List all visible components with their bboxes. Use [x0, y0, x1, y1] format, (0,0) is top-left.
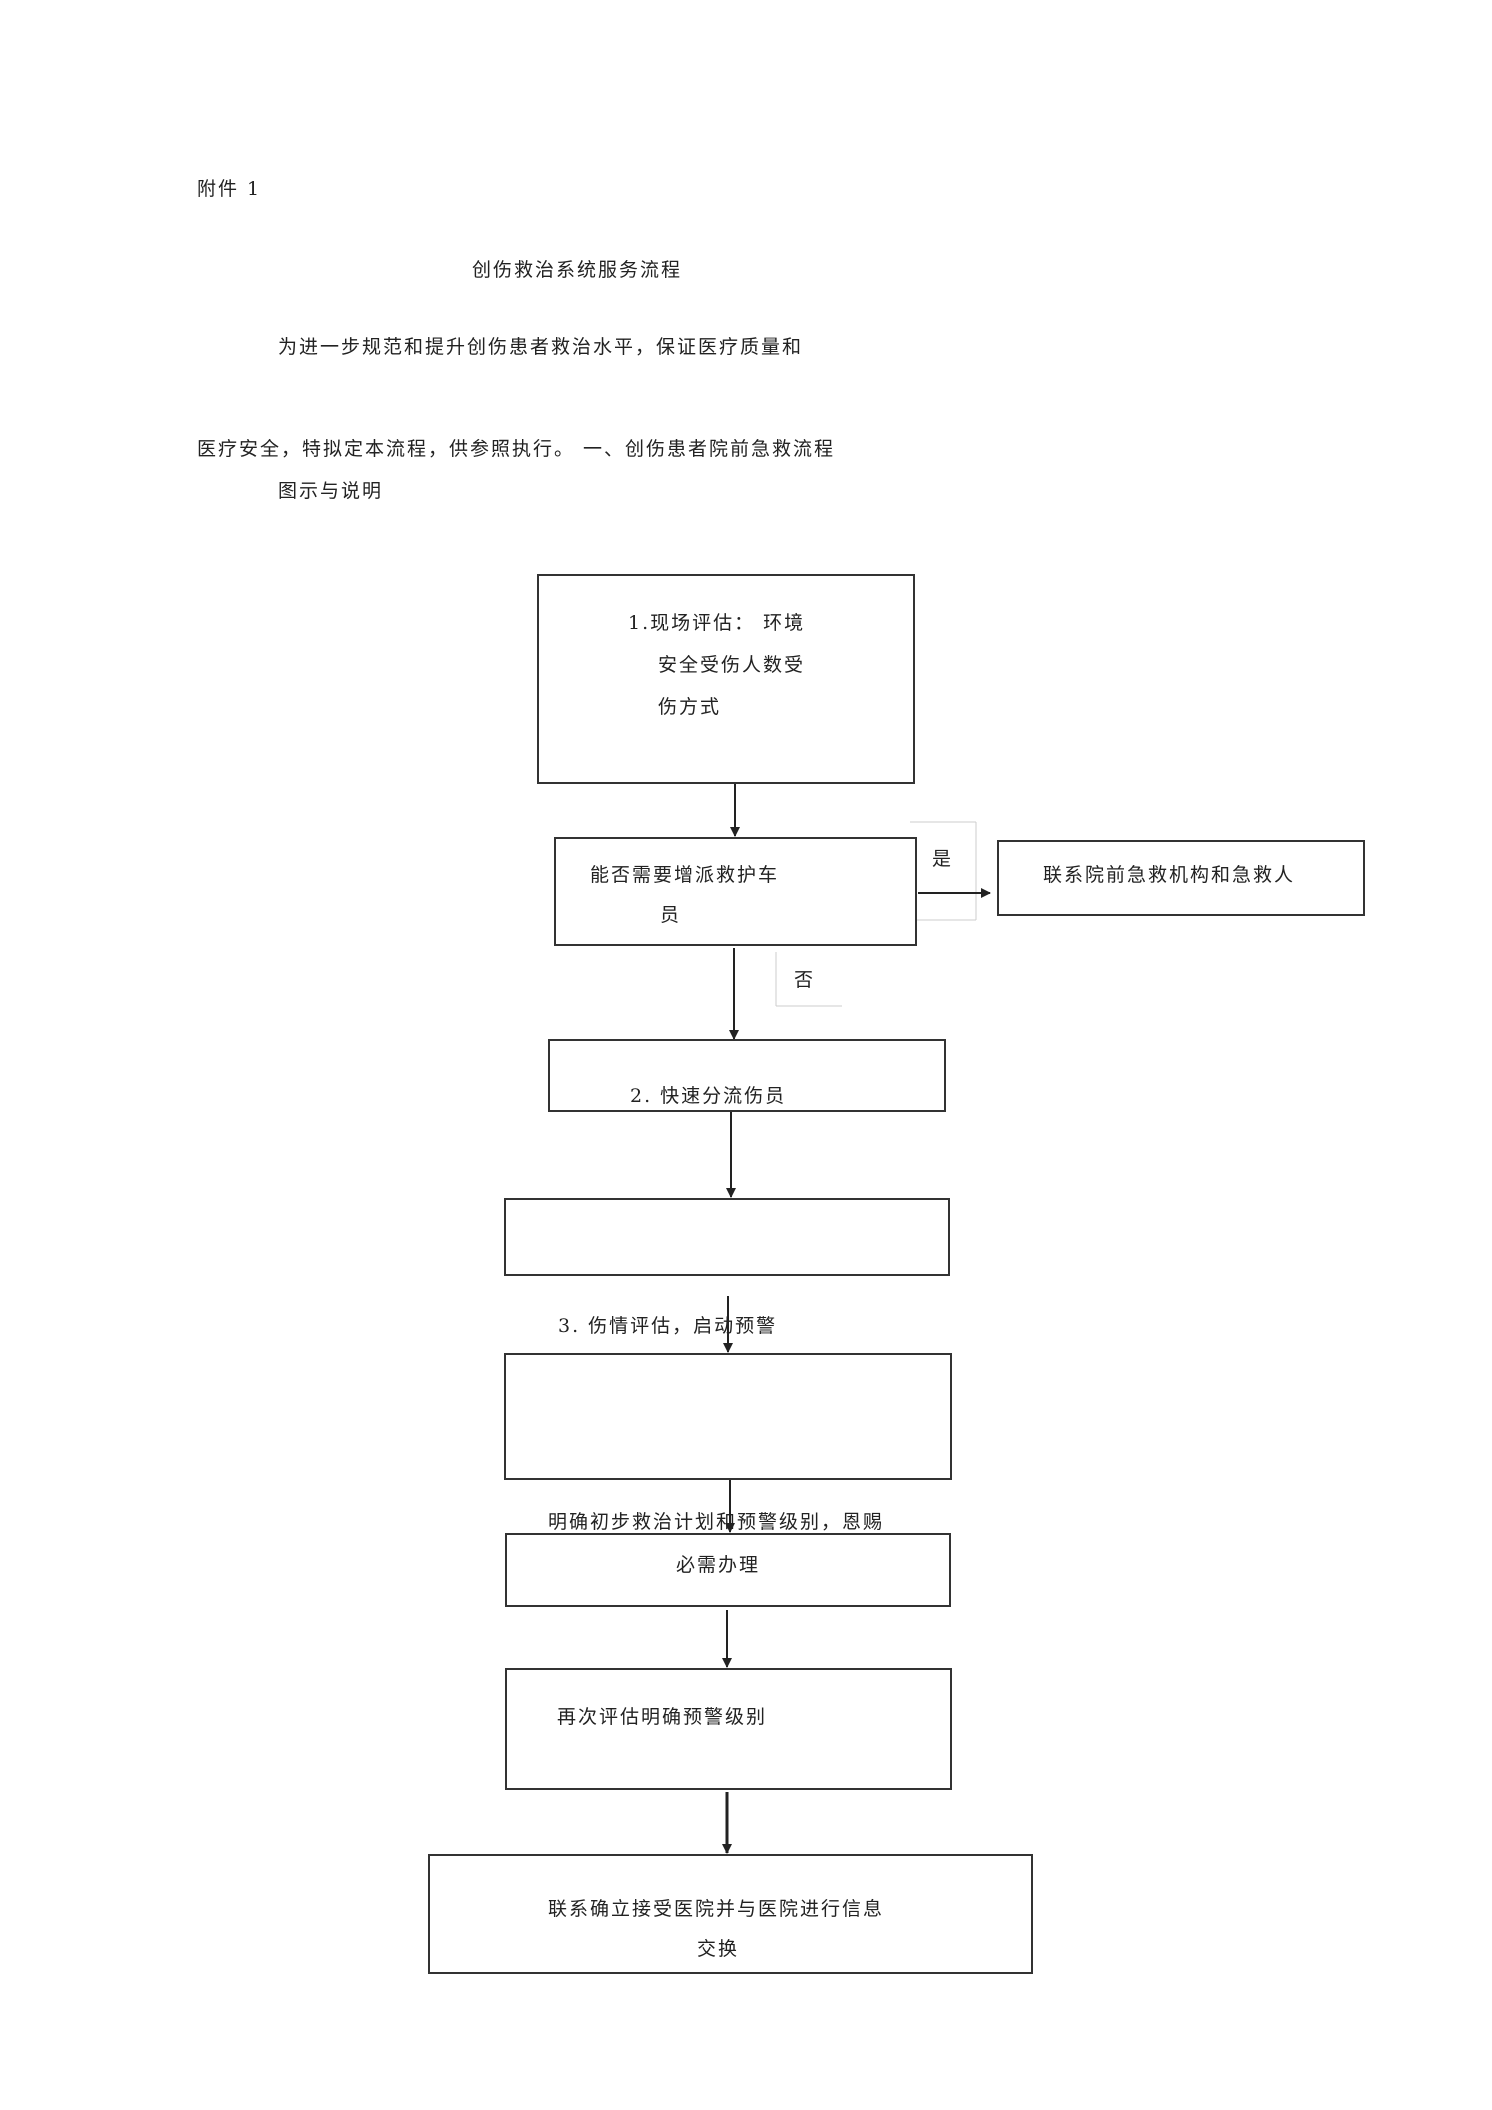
step3-empty-box	[504, 1198, 950, 1276]
step4-box	[505, 1533, 951, 1607]
step3-label: 3. 伤情评估，启动预警	[558, 1315, 778, 1337]
step5-reassess-box	[505, 1668, 952, 1790]
decision-line-2: 员	[660, 904, 682, 926]
intro-line-3: 图示与说明	[278, 480, 384, 502]
intro-line-1: 为进一步规范和提升创伤患者救治水平，保证医疗质量和	[278, 336, 804, 358]
step1-line-1: 1.现场评估： 环境	[628, 612, 806, 634]
decision-line-1: 能否需要增派救护车	[590, 864, 780, 886]
no-label: 否	[794, 969, 816, 991]
step4-label: 明确初步救治计划和预警级别，恩赐	[548, 1511, 885, 1533]
attachment-label: 附件 1	[197, 178, 262, 200]
step6-line-2: 交换	[697, 1938, 740, 1960]
step2-text: 2. 快速分流伤员	[630, 1085, 787, 1107]
yes-label: 是	[932, 848, 954, 870]
step4-box-text: 必需办理	[676, 1554, 761, 1576]
step1-line-3: 伤方式	[658, 696, 722, 718]
contact-prehospital-text: 联系院前急救机构和急救人	[1043, 864, 1296, 886]
step1-scene-assessment-box	[537, 574, 915, 784]
step6-line-1: 联系确立接受医院并与医院进行信息	[548, 1898, 885, 1920]
step2-triage-box	[548, 1039, 946, 1112]
intro-line-2: 医疗安全，特拟定本流程，供参照执行。 一、创伤患者院前急救流程	[197, 438, 836, 460]
document-title: 创伤救治系统服务流程	[472, 259, 683, 281]
step6-hospital-contact-box	[428, 1854, 1033, 1974]
step5-text: 再次评估明确预警级别	[557, 1706, 768, 1728]
step3-empty-box-2	[504, 1353, 952, 1480]
contact-prehospital-box	[997, 840, 1365, 916]
step1-line-2: 安全受伤人数受	[658, 654, 806, 676]
decision-extra-ambulance-box	[554, 837, 917, 946]
